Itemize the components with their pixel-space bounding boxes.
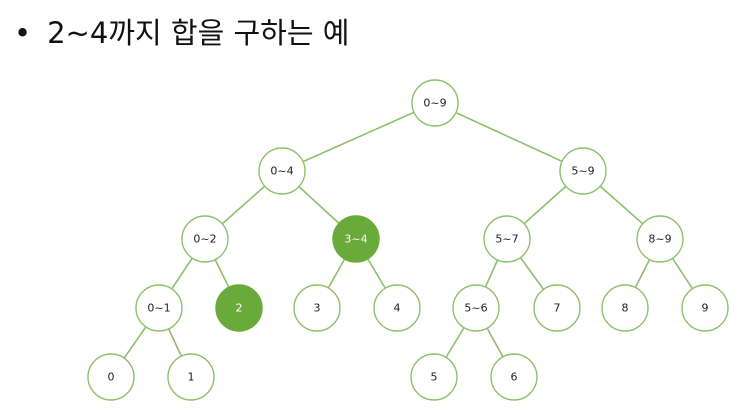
tree-node-0-4: 0~4: [258, 147, 306, 195]
node-circle: [332, 215, 380, 263]
edge-0-9-to-0-4: [281, 102, 436, 172]
tree-node-6: 6: [490, 353, 538, 401]
slide-title: • 2~4까지 합을 구하는 예: [14, 10, 349, 52]
node-circle: [452, 284, 500, 332]
node-label: 0: [108, 371, 115, 384]
node-circle: [87, 353, 135, 401]
node-label: 0~4: [270, 165, 293, 178]
node-circle: [167, 353, 215, 401]
tree-node-5: 5: [410, 353, 458, 401]
tree-node-3-4: 3~4: [332, 215, 380, 263]
tree-node-8-9: 8~9: [636, 215, 684, 263]
node-label: 0~2: [193, 233, 216, 246]
node-label: 9: [702, 302, 709, 315]
node-label: 0~1: [147, 302, 170, 315]
tree-node-0-9: 0~9: [411, 79, 459, 127]
node-label: 5: [431, 371, 438, 384]
node-label: 3: [314, 302, 321, 315]
tree-node-0: 0: [87, 353, 135, 401]
node-label: 7: [554, 302, 561, 315]
node-label: 4: [394, 302, 401, 315]
node-label: 3~4: [344, 233, 367, 246]
edge-0-9-to-5-9: [434, 102, 584, 172]
tree-node-2: 2: [215, 284, 263, 332]
node-circle: [411, 79, 459, 127]
node-circle: [293, 284, 341, 332]
node-label: 2: [236, 302, 243, 315]
tree-node-5-6: 5~6: [452, 284, 500, 332]
node-label: 6: [511, 371, 518, 384]
node-circle: [181, 215, 229, 263]
node-circle: [410, 353, 458, 401]
node-label: 1: [188, 371, 195, 384]
node-circle: [636, 215, 684, 263]
node-circle: [681, 284, 729, 332]
tree-node-5-9: 5~9: [559, 147, 607, 195]
tree-node-3: 3: [293, 284, 341, 332]
node-label: 8~9: [648, 233, 671, 246]
node-label: 5~7: [495, 233, 518, 246]
tree-node-4: 4: [373, 284, 421, 332]
node-circle: [559, 147, 607, 195]
node-circle: [258, 147, 306, 195]
tree-node-0-1: 0~1: [135, 284, 183, 332]
bullet-icon: •: [14, 16, 32, 50]
node-circle: [490, 353, 538, 401]
tree-nodes: 0~9 0~4 5~9 0~2 3~4 5~7 8~9 0~1 2 3 4 5~6 7 8 9 0 1 5 6: [87, 79, 729, 401]
tree-node-7: 7: [533, 284, 581, 332]
node-circle: [215, 284, 263, 332]
tree-node-8: 8: [601, 284, 649, 332]
node-circle: [483, 215, 531, 263]
node-circle: [601, 284, 649, 332]
title-text: 2~4까지 합을 구하는 예: [47, 16, 350, 50]
node-circle: [533, 284, 581, 332]
node-circle: [373, 284, 421, 332]
node-circle: [135, 284, 183, 332]
tree-node-1: 1: [167, 353, 215, 401]
tree-node-9: 9: [681, 284, 729, 332]
node-label: 5~6: [464, 302, 487, 315]
tree-node-5-7: 5~7: [483, 215, 531, 263]
node-label: 5~9: [571, 165, 594, 178]
node-label: 0~9: [423, 97, 446, 110]
tree-node-0-2: 0~2: [181, 215, 229, 263]
node-label: 8: [622, 302, 629, 315]
